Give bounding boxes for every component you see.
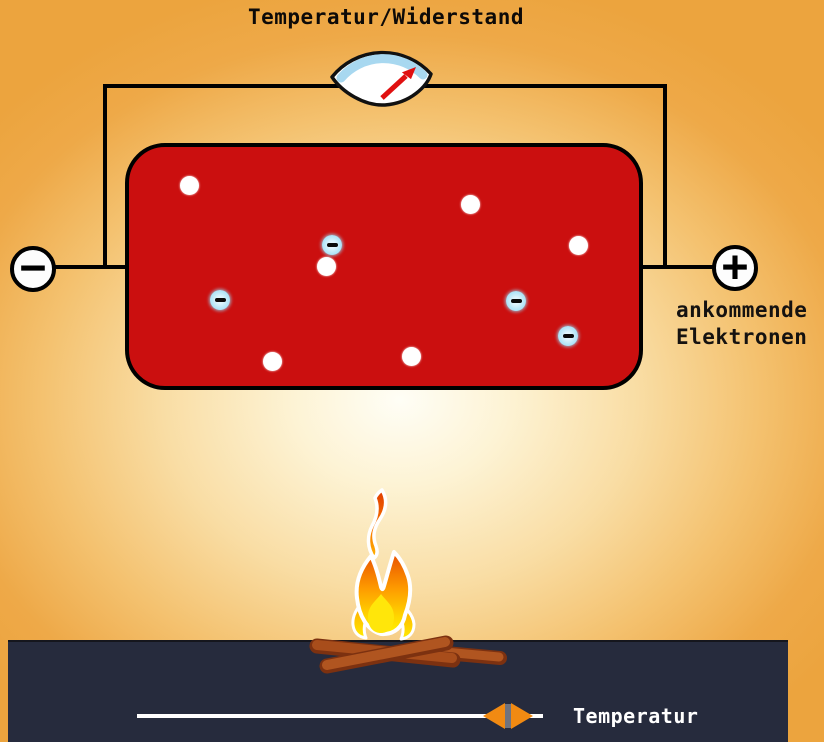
analog-gauge-icon: [330, 50, 433, 107]
flame-wisp: [366, 488, 388, 560]
wire-right-stub: [640, 265, 716, 269]
electron: [558, 326, 578, 346]
temperature-slider-handle[interactable]: [483, 703, 534, 729]
wire-left-stub: [54, 265, 130, 269]
flame-core: [368, 594, 394, 633]
temperature-slider-label: Temperatur: [573, 704, 699, 728]
atom: [568, 235, 588, 255]
negative-terminal: −: [10, 246, 56, 292]
slider-grip: [505, 704, 512, 728]
incoming-label-line2: Elektronen: [676, 325, 808, 349]
atom: [316, 256, 336, 276]
atom: [460, 194, 480, 214]
slider-arrow-left-icon: [483, 703, 506, 729]
temperature-slider-track[interactable]: [137, 714, 543, 718]
campfire-icon: [309, 488, 507, 674]
electron-minus-sign: [510, 299, 522, 303]
electron-minus-sign: [326, 243, 338, 247]
log-front: [319, 635, 454, 674]
incoming-electrons-label: ankommende Elektronen: [676, 297, 807, 351]
positive-terminal: +: [712, 245, 758, 291]
electron: [210, 290, 230, 310]
atom: [179, 175, 199, 195]
atom: [262, 351, 282, 371]
atom: [401, 346, 421, 366]
page-title: Temperatur/Widerstand: [247, 5, 524, 29]
incoming-label-line1: ankommende: [676, 298, 808, 322]
wire-left-vertical: [103, 84, 107, 269]
slider-arrow-right-icon: [511, 703, 534, 729]
wire-right-vertical: [663, 84, 667, 269]
electron: [506, 291, 526, 311]
conductor-bar: [125, 143, 643, 390]
electron-minus-sign: [562, 334, 574, 338]
meter-needle: [380, 74, 408, 100]
electron-minus-sign: [214, 298, 226, 302]
electron: [322, 235, 342, 255]
